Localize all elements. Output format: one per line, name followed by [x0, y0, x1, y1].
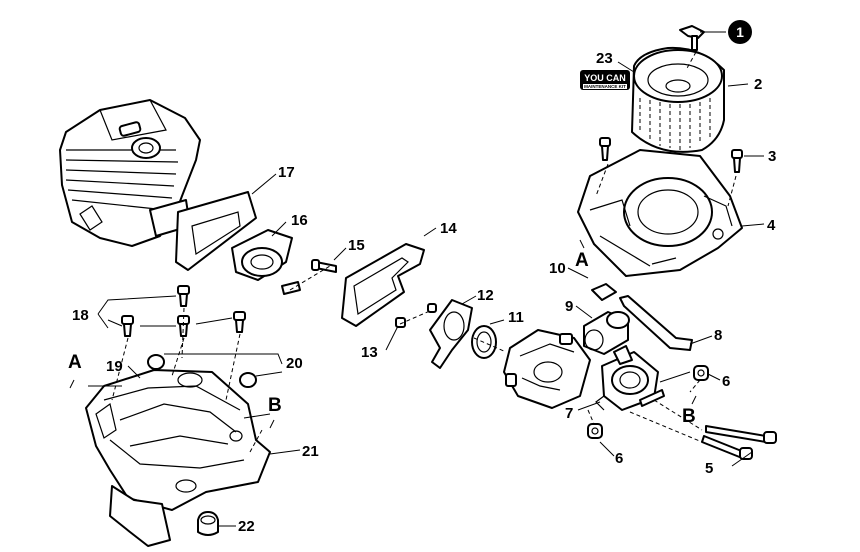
- air-filter: [631, 46, 725, 153]
- carb-adapter: [595, 345, 665, 411]
- screws-3: [599, 137, 743, 173]
- marker-b-right: B: [682, 406, 696, 427]
- callout-numbers: 23 2 3 4 10 9 8 6 7 6 5 11 12 13 14 15 1…: [72, 50, 776, 535]
- marker-a-top: A: [575, 250, 589, 271]
- fitting-6a: [693, 365, 709, 381]
- marker-b-left: B: [268, 395, 282, 416]
- callout-13: 13: [361, 344, 378, 361]
- callout-8: 8: [714, 327, 722, 344]
- callout-11: 11: [508, 309, 524, 326]
- callout-18: 18: [72, 307, 89, 324]
- callout-10: 10: [549, 260, 566, 277]
- maintenance-kit-logo: YOU CAN MAINTENANCE KIT: [580, 70, 630, 90]
- callout-23: 23: [596, 50, 613, 67]
- carb-spacer: [427, 299, 473, 369]
- kit-logo-line1: YOU CAN: [584, 73, 626, 83]
- bellows-9: [583, 311, 630, 355]
- kit-logo-line2: MAINTENANCE KIT: [584, 84, 626, 89]
- callout-4: 4: [767, 217, 776, 234]
- callout-21: 21: [302, 443, 319, 460]
- fitting-6b: [587, 423, 603, 439]
- filter-housing: [577, 149, 743, 277]
- grommet-22: [197, 511, 219, 536]
- intake-manifold: [231, 229, 301, 295]
- intake-gasket: [175, 191, 257, 271]
- callout-17: 17: [278, 164, 295, 181]
- callout-3: 3: [768, 148, 776, 165]
- connection-markers: A A B B: [68, 239, 697, 429]
- callout-1: 1: [736, 24, 744, 40]
- screws-5: [701, 425, 777, 460]
- damper-10: [591, 283, 617, 301]
- callout-12: 12: [477, 287, 494, 304]
- callout-15: 15: [348, 237, 365, 254]
- callout-14: 14: [440, 220, 457, 237]
- callout-19: 19: [106, 358, 123, 375]
- callout-9: 9: [565, 298, 573, 315]
- throttle-rod: [619, 295, 693, 351]
- carburetor: [503, 329, 591, 409]
- callout-6-bottom: 6: [615, 450, 623, 467]
- callout-20: 20: [286, 355, 303, 372]
- bolt-15: [311, 259, 337, 273]
- callout-7: 7: [565, 405, 573, 422]
- callout-22: 22: [238, 518, 255, 535]
- wing-nut: [679, 25, 705, 51]
- assembly-lines: [111, 51, 737, 453]
- callout-6-right: 6: [722, 373, 730, 390]
- bolts-18: [121, 285, 246, 337]
- nut-13: [395, 317, 406, 328]
- leader-lines: [88, 31, 765, 527]
- crankcase: [85, 369, 271, 547]
- callout-2: 2: [754, 76, 762, 93]
- filter-gasket: [341, 243, 425, 327]
- callout-16: 16: [291, 212, 308, 229]
- marker-a-left: A: [68, 352, 82, 373]
- cylinder: [59, 99, 201, 247]
- grommets-19-20: [139, 354, 257, 389]
- callout-5: 5: [705, 460, 713, 477]
- callout-badge-1: 1: [728, 20, 752, 44]
